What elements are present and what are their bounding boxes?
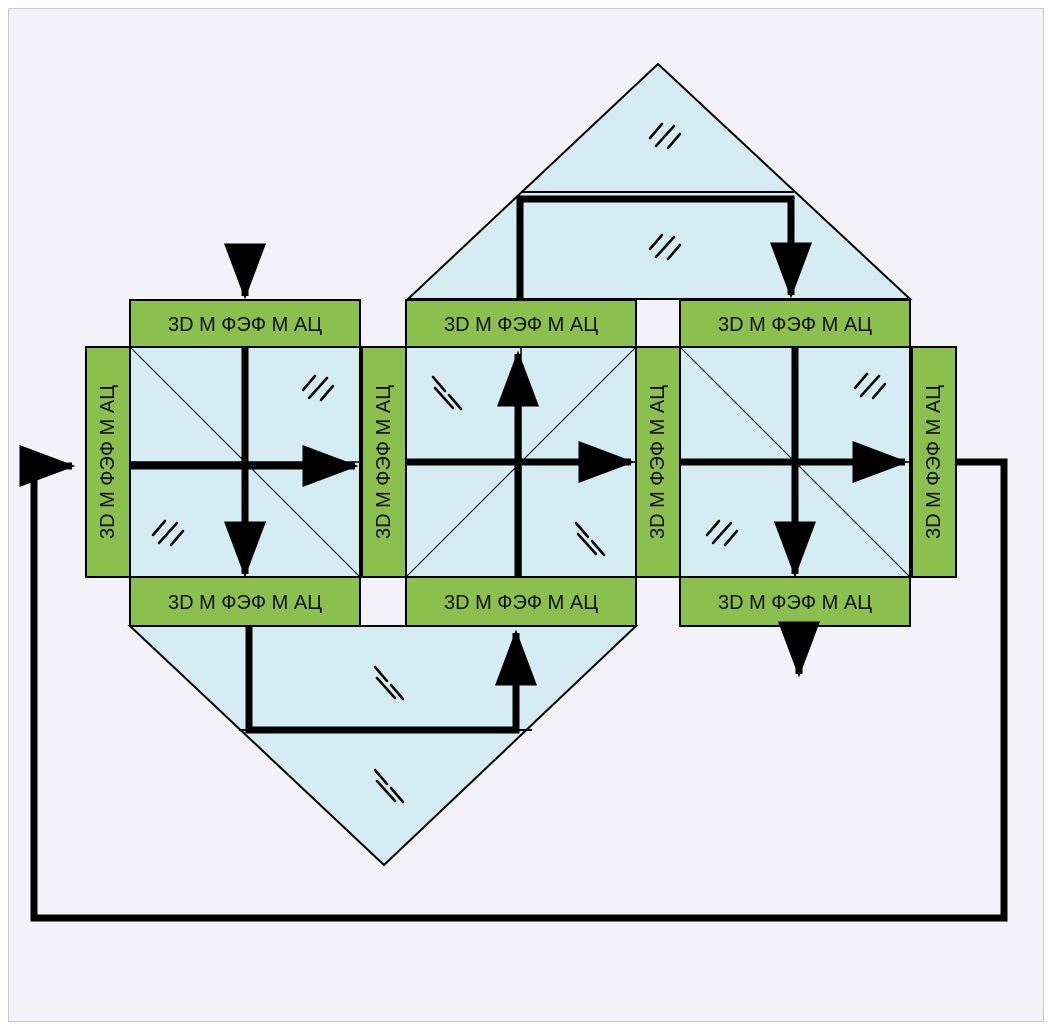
cube-3-bottom-label-bar bbox=[679, 576, 911, 627]
glass-hatch-mark bbox=[431, 375, 463, 411]
cube-3-right-label-bar bbox=[911, 346, 957, 578]
glass-hatch-mark bbox=[373, 768, 405, 804]
cube-1-top-label: 3D M ФЭФ M АЦ bbox=[168, 314, 322, 336]
cube-1-right-label: 3D M ФЭФ M АЦ bbox=[373, 385, 395, 539]
cube-3-top-label: 3D M ФЭФ M АЦ bbox=[718, 314, 872, 336]
glass-hatch-mark bbox=[648, 233, 682, 261]
cube-1-left-label-bar bbox=[85, 346, 131, 578]
cube-1-right-label-bar bbox=[361, 346, 407, 578]
cube-1-top-label-bar bbox=[129, 299, 361, 348]
top-prism bbox=[405, 62, 913, 300]
cube-3-bottom-label: 3D M ФЭФ M АЦ bbox=[718, 592, 872, 614]
cube-1-left-label: 3D M ФЭФ M АЦ bbox=[97, 385, 119, 539]
cube-2-bottom-label: 3D M ФЭФ M АЦ bbox=[444, 592, 598, 614]
beam-arrow-to-cube2-up bbox=[245, 626, 537, 734]
cube-1-bottom-label-bar bbox=[129, 576, 361, 627]
cube-1-bottom-label: 3D M ФЭФ M АЦ bbox=[168, 592, 322, 614]
bottom-prism bbox=[127, 625, 639, 867]
cube-2-top-label: 3D M ФЭФ M АЦ bbox=[444, 314, 598, 336]
cube-2-bottom-label-bar bbox=[405, 576, 637, 627]
cube-2-top-label-bar bbox=[405, 299, 637, 348]
glass-hatch-mark bbox=[301, 374, 335, 402]
cube-3-top-label-bar bbox=[679, 299, 911, 348]
glass-hatch-mark bbox=[853, 372, 887, 400]
glass-hatch-mark bbox=[151, 519, 185, 547]
beam-arrow-to-cube3-down bbox=[516, 195, 812, 299]
glass-hatch-mark bbox=[373, 665, 405, 701]
glass-hatch-mark bbox=[648, 122, 682, 150]
glass-hatch-mark bbox=[574, 521, 606, 557]
cube-2-right-label: 3D M ФЭФ M АЦ bbox=[647, 385, 669, 539]
cube-3-right-label: 3D M ФЭФ M АЦ bbox=[923, 385, 945, 539]
feedback-loop-line bbox=[19, 445, 1008, 922]
glass-hatch-mark bbox=[705, 519, 739, 547]
